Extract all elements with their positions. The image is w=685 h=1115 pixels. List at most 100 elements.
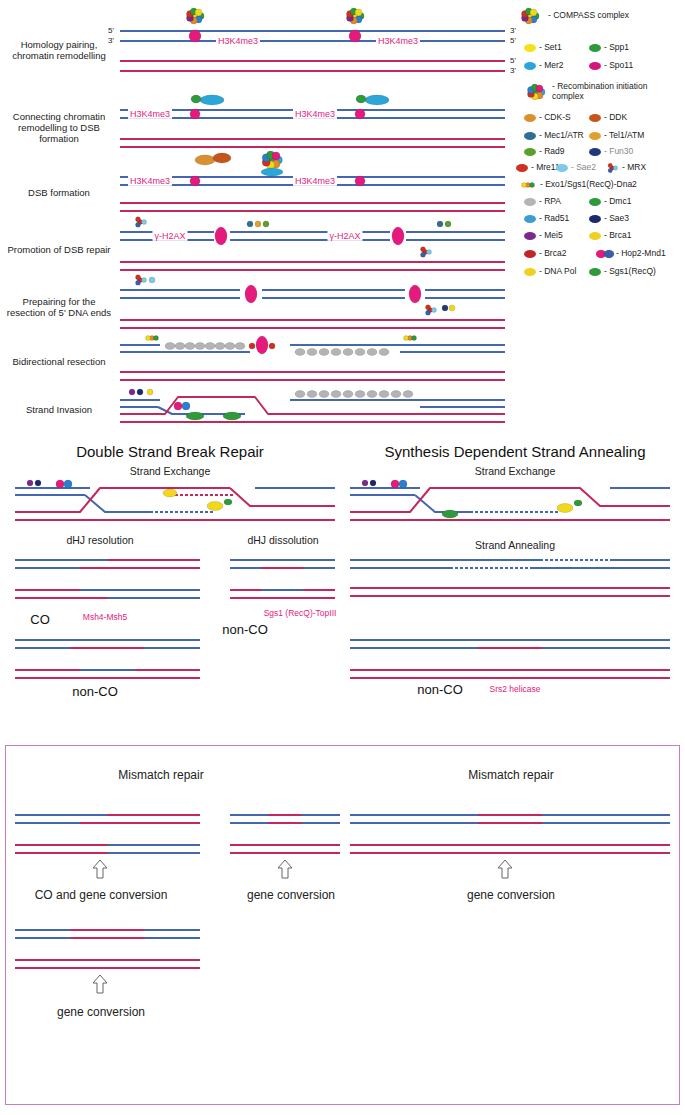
- dna-strand: [350, 677, 670, 679]
- dna-strand: [478, 814, 542, 816]
- protein-complex: [136, 280, 141, 285]
- end-label: 5': [510, 56, 516, 65]
- dna-strand: [269, 814, 302, 816]
- step-label: Strand Invasion: [3, 405, 115, 416]
- rpa: [379, 349, 389, 356]
- protein-complex: [412, 336, 417, 341]
- dna-strand: [15, 589, 200, 591]
- protein-complex: [432, 308, 437, 313]
- dna-strand: [610, 559, 670, 561]
- protein-complex: [613, 166, 617, 170]
- protein: [557, 504, 573, 513]
- panel-text: Mismatch repair: [468, 769, 553, 783]
- legend-swatch: [516, 164, 528, 172]
- dna-strand: [350, 595, 670, 597]
- dna-strand: [80, 669, 136, 671]
- dna-strand: [230, 597, 335, 599]
- protein: [35, 480, 41, 486]
- dna-strand: [230, 822, 340, 824]
- dna-strand: [120, 344, 160, 346]
- dna-strand: [15, 639, 200, 641]
- rpa: [367, 391, 377, 398]
- section-label: Strand Exchange: [475, 465, 556, 477]
- rpa: [319, 349, 329, 356]
- dna-strand: [230, 589, 335, 591]
- protein-complex: [136, 275, 141, 280]
- dna-strand: [350, 647, 670, 649]
- legend-text: - Brca1: [604, 231, 631, 241]
- legend-text: - Mec1/ATR: [539, 131, 584, 141]
- protein: [261, 168, 283, 176]
- dna-strand: [108, 559, 201, 561]
- rpa: [235, 343, 245, 350]
- dna-strand: [120, 297, 240, 299]
- mark-label: H3K4me3: [376, 36, 420, 46]
- rpa: [185, 343, 195, 350]
- dna-strand: [262, 289, 405, 291]
- mark-label: H3K4me3: [128, 109, 172, 119]
- legend-swatch: [524, 250, 536, 258]
- protein-complex: [404, 336, 409, 341]
- dna-strand: [230, 814, 340, 816]
- dna-strand: [15, 597, 200, 599]
- legend-text: - Spo11: [604, 61, 633, 71]
- end-label: 5': [108, 26, 114, 35]
- mark-label: γ-H2AX: [152, 231, 187, 241]
- protein: [370, 480, 376, 486]
- dna-strand: [120, 70, 505, 72]
- dna-strand: [406, 239, 505, 241]
- legend-text: - MRX: [622, 163, 646, 173]
- dna-strand: [406, 231, 505, 233]
- protein-complex: [421, 247, 426, 252]
- protein: [437, 221, 443, 227]
- histone-mark: [189, 30, 201, 42]
- legend-text: - Dmc1: [604, 197, 631, 207]
- dna-strand: [120, 351, 250, 353]
- rpa: [403, 391, 413, 398]
- dna-strand: [610, 487, 670, 489]
- rpa: [307, 349, 317, 356]
- section-label: Strand Exchange: [130, 465, 211, 477]
- section-label: Double Strand Break Repair: [76, 443, 264, 460]
- legend-swatch: [524, 148, 536, 156]
- dna-strand: [120, 397, 505, 414]
- rpa: [355, 349, 365, 356]
- dna-strand: [230, 559, 335, 561]
- protein-complex: [427, 250, 432, 255]
- dna-strand: [400, 344, 505, 346]
- dna-strand: [15, 814, 200, 816]
- histone-mark: [190, 109, 200, 119]
- panel-text: Mismatch repair: [118, 769, 203, 783]
- step-label: Bidirectional resection: [3, 357, 115, 368]
- dna-strand: [120, 40, 505, 42]
- rpa: [343, 391, 353, 398]
- rpa: [355, 391, 365, 398]
- end-label: 5': [510, 36, 516, 45]
- dna-strand: [350, 822, 670, 824]
- section-label: non-CO: [222, 623, 268, 638]
- dna-strand: [269, 822, 302, 824]
- up-arrow: [278, 860, 292, 878]
- legend-swatch: [589, 44, 601, 52]
- legend-text: - COMPASS complex: [548, 11, 629, 21]
- mark-label: H3K4me3: [216, 36, 260, 46]
- histone-mark: [355, 109, 365, 119]
- dna-strand: [350, 487, 420, 489]
- dna-strand: [478, 647, 542, 649]
- protein: [200, 95, 224, 105]
- protein-complex: [195, 9, 202, 16]
- dna-strand: [400, 351, 505, 353]
- legend-text: - RPA: [539, 197, 561, 207]
- legend-text: - Rad9: [539, 147, 565, 157]
- dna-strand: [350, 587, 670, 589]
- legend-swatch: [524, 232, 536, 240]
- protein: [604, 250, 614, 258]
- dna-strand: [108, 844, 201, 846]
- protein: [247, 221, 253, 227]
- panel-text: CO and gene conversion: [35, 889, 168, 903]
- legend-swatch: [524, 44, 536, 52]
- dna-strand: [230, 488, 335, 506]
- protein: [245, 285, 257, 303]
- rpa: [175, 343, 185, 350]
